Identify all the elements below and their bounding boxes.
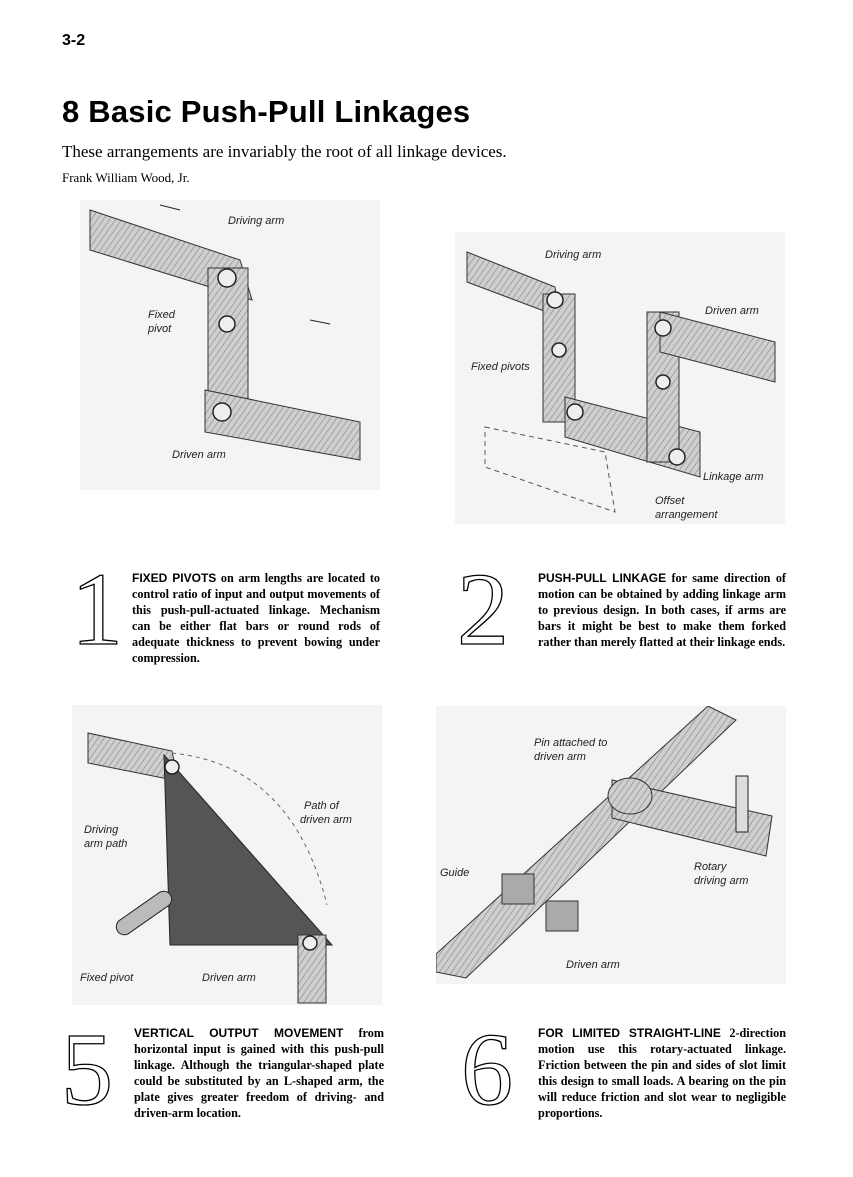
fig2-label-offset: Offset (655, 495, 685, 507)
fig5-label-driven-arm: Driven arm (202, 972, 256, 984)
fig2-label-arrangement: arrangement (655, 509, 718, 521)
figure-5-caption-body: from horizontal input is gained with thi… (134, 1026, 384, 1120)
fig5-label-driving: Driving (84, 824, 119, 836)
author-byline: Frank William Wood, Jr. (62, 170, 190, 185)
figure-5-caption-head: VERTICAL OUTPUT MOVEMENT (134, 1026, 344, 1040)
figure-2-caption: PUSH-PULL LINKAGE for same direction of … (538, 570, 786, 650)
figure-1-caption-head: FIXED PIVOTS (132, 571, 217, 585)
figure-6-number: 6 (460, 1012, 513, 1127)
figure-1-illustration: Driving arm Fixed pivot Driven arm (80, 200, 380, 490)
fig5-label-fixed-pivot: Fixed pivot (80, 972, 134, 984)
fig2-label-driven-arm: Driven arm (705, 305, 759, 317)
fig2-label-linkage-arm: Linkage arm (703, 471, 764, 483)
fig5-label-path-of: Path of (304, 800, 340, 812)
figure-5-illustration: Path of driven arm Driving arm path Fixe… (72, 705, 382, 1005)
fig6-label-rotary: Rotary (694, 861, 728, 873)
fig6-label-driven-arm-l: driven arm (534, 751, 586, 763)
figure-6-caption-body: 2-direction motion use this rotary-actua… (538, 1026, 786, 1120)
fig5-label-driven-arm-path: driven arm (300, 814, 352, 826)
fig2-label-fixed-pivots: Fixed pivots (471, 361, 530, 373)
figure-1-caption-body: on arm lengths are located to control ra… (132, 571, 380, 665)
figure-2-caption-head: PUSH-PULL LINKAGE (538, 571, 667, 585)
fig1-label-driving-arm: Driving arm (228, 215, 284, 227)
figure-2-number: 2 (456, 552, 509, 667)
figure-6-caption-head: FOR LIMITED STRAIGHT-LINE (538, 1026, 721, 1040)
fig6-label-guide: Guide (440, 867, 469, 879)
figure-6-caption: FOR LIMITED STRAIGHT-LINE 2-direction mo… (538, 1025, 786, 1121)
fig2-label-driving-arm: Driving arm (545, 249, 601, 261)
figure-2-illustration: Driving arm Driven arm Fixed pivots Link… (455, 232, 785, 524)
figure-5-number: 5 (60, 1012, 113, 1127)
fig6-label-driving-arm: driving arm (694, 875, 748, 887)
page-title: 8 Basic Push-Pull Linkages (62, 94, 471, 129)
fig1-label-driven-arm: Driven arm (172, 449, 226, 461)
figure-5-caption: VERTICAL OUTPUT MOVEMENT from horizontal… (134, 1025, 384, 1121)
fig6-label-pin-attached: Pin attached to (534, 737, 607, 749)
fig5-label-arm-path: arm path (84, 838, 127, 850)
figure-6-illustration: Pin attached to driven arm Guide Rotary … (436, 706, 786, 984)
figure-2-caption-body: for same direction of motion can be obta… (538, 571, 786, 649)
page-subtitle: These arrangements are invariably the ro… (62, 142, 507, 161)
figure-1-caption: FIXED PIVOTS on arm lengths are located … (132, 570, 380, 666)
fig1-label-pivot: pivot (147, 323, 172, 335)
fig6-label-driven-arm: Driven arm (566, 959, 620, 971)
fig1-label-fixed: Fixed (148, 309, 176, 321)
figure-1-number: 1 (70, 552, 123, 667)
page-number: 3-2 (62, 32, 86, 49)
